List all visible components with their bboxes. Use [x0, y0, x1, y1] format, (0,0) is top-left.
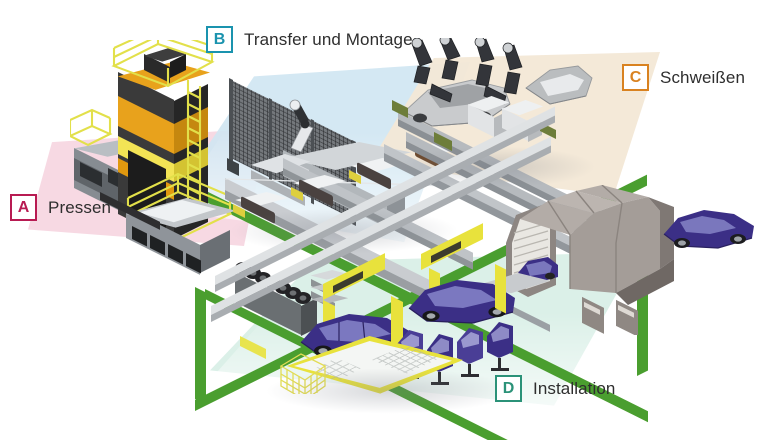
paint-booth-tunnel — [478, 185, 698, 335]
welding-robots — [411, 38, 523, 105]
zone-badge-c: C — [622, 64, 649, 91]
finished-car — [663, 210, 754, 249]
zone-label-d-text: Installation — [533, 378, 616, 398]
zone-label-b[interactable]: B Transfer und Montage — [206, 26, 413, 53]
zone-label-a[interactable]: A Pressen — [10, 194, 111, 221]
zone-label-b-text: Transfer und Montage — [244, 29, 413, 49]
stamping-press — [70, 40, 250, 275]
wire-basket — [279, 353, 327, 394]
zone-badge-d: D — [495, 375, 522, 402]
zone-label-a-text: Pressen — [48, 197, 112, 217]
flow-path-left-return — [195, 287, 206, 405]
zone-badge-a: A — [10, 194, 37, 221]
staging-pad — [283, 336, 463, 396]
car-body-shell-2 — [525, 65, 593, 105]
zone-label-c-text: Schweißen — [660, 67, 745, 87]
zone-label-c[interactable]: C Schweißen — [622, 64, 745, 91]
zone-label-d[interactable]: D Installation — [495, 375, 615, 402]
door-storage-stands — [397, 322, 513, 385]
zone-badge-b: B — [206, 26, 233, 53]
